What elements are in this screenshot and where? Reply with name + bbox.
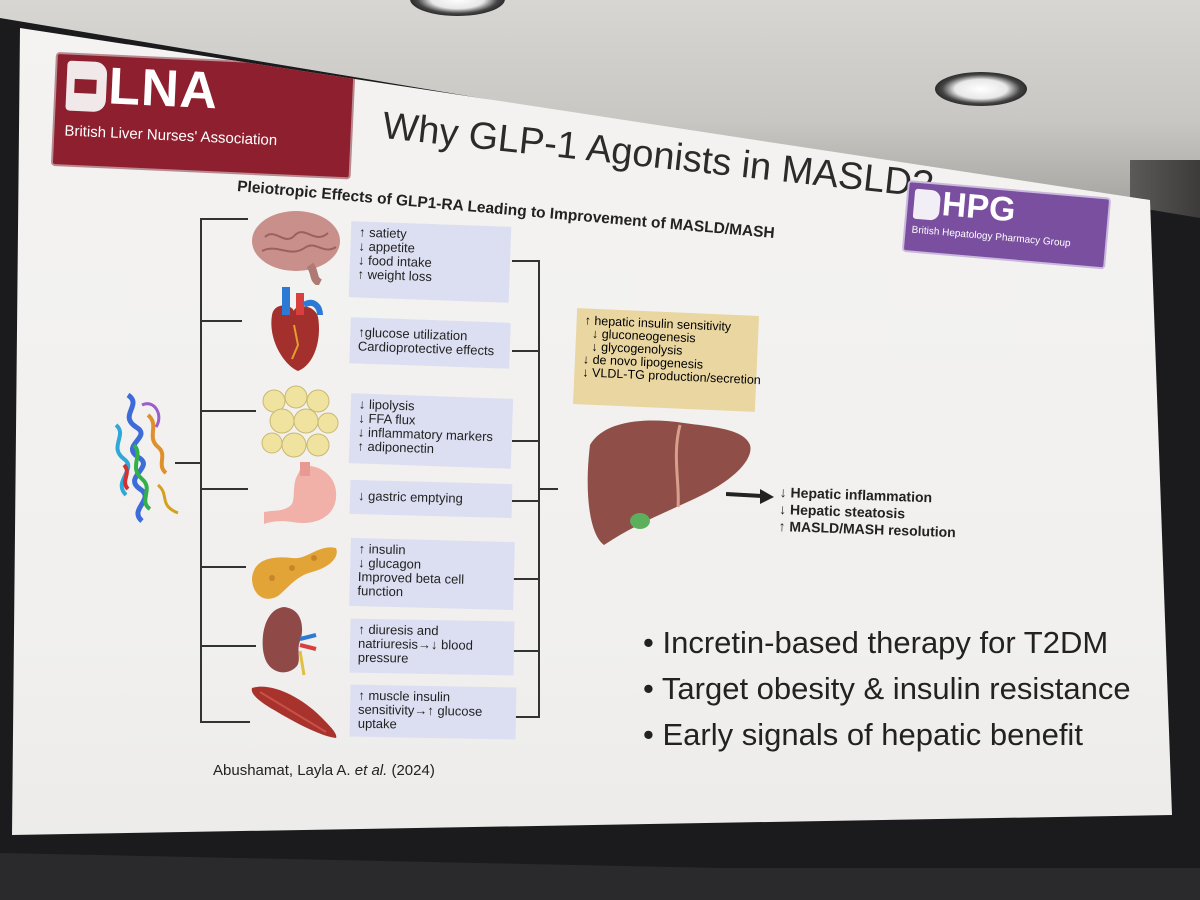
ceiling-light-left: [410, 0, 505, 16]
bullet-text-2: Target obesity & insulin resistance: [661, 671, 1131, 706]
adipose-icon: [261, 385, 339, 458]
pancreas-effects: ↑ insulin ↓ glucagon Improved beta cell …: [349, 537, 515, 611]
left-bracket-line: [200, 218, 202, 723]
liver-icon: [587, 420, 751, 545]
heart-effects: ↑glucose utilization Cardioprotective ef…: [349, 317, 511, 369]
connector-stomach: [200, 488, 248, 490]
heart-icon: [271, 287, 323, 371]
citation-author: Abushamat, Layla A.: [213, 762, 355, 779]
brain-effects: ↑ satiety ↓ appetite ↓ food intake ↑ wei…: [348, 221, 512, 303]
kidney-effects: ↑ diuresis and natriuresis→↓ blood press…: [349, 618, 515, 676]
bullet-item: • Early signals of hepatic benefit: [643, 717, 1083, 752]
kidney-icon: [262, 607, 317, 676]
hpg-logo: HPG British Hepatology Pharmacy Group: [901, 180, 1112, 270]
right-tick-2: [512, 350, 538, 352]
citation-year: (2024): [387, 762, 435, 779]
bullet-text-1: Incretin-based therapy for T2DM: [662, 625, 1109, 660]
hpg-logo-b-mark: [912, 188, 942, 221]
citation: Abushamat, Layla A. et al. (2024): [213, 762, 435, 779]
bullet-item: • Target obesity & insulin resistance: [643, 671, 1131, 706]
stomach-effect-1: ↓ gastric emptying: [357, 488, 463, 506]
pancreas-icon: [252, 547, 337, 599]
right-bracket-line: [538, 260, 540, 718]
connector-pancreas: [200, 566, 246, 568]
outcome-arrow-icon: [726, 489, 774, 504]
connector-adipose: [200, 410, 256, 412]
pancreas-effect-4: function: [357, 583, 404, 600]
right-tick-6: [512, 650, 538, 652]
to-liver-arrow: [540, 488, 558, 490]
right-tick-3: [512, 440, 538, 442]
bullet-list: • Incretin-based therapy for T2DM • Targ…: [643, 620, 1131, 758]
stomach-icon: [264, 462, 337, 524]
muscle-effects: ↑ muscle insulin sensitivity→↑ glucose u…: [349, 684, 517, 740]
heart-effect-2: Cardioprotective effects: [357, 338, 495, 359]
right-tick-7: [512, 716, 538, 718]
glp1-protein-icon: [114, 392, 179, 523]
protein-connector: [175, 462, 201, 464]
bln-logo-subtitle: British Liver Nurses' Association: [64, 122, 278, 150]
stomach-effects: ↓ gastric emptying: [349, 479, 513, 519]
bullet-text-3: Early signals of hepatic benefit: [662, 717, 1083, 752]
muscle-icon: [251, 686, 337, 738]
connector-muscle: [200, 721, 250, 723]
hpg-logo-text: HPG: [940, 185, 1018, 230]
connector-kidney: [200, 645, 256, 647]
connector-heart: [200, 320, 242, 322]
right-tick-4: [512, 500, 538, 502]
right-tick-5: [512, 578, 538, 580]
liver-effects-box: ↑ hepatic insulin sensitivity ↓ gluconeo…: [572, 308, 761, 412]
bln-logo-b-mark: [65, 60, 108, 113]
citation-etal: et al.: [354, 762, 388, 779]
adipose-effects: ↓ lipolysis ↓ FFA flux ↓ inflammatory ma…: [348, 393, 514, 469]
bln-logo-text: LNA: [107, 57, 220, 121]
ceiling-light-right: [935, 72, 1027, 106]
bullet-item: • Incretin-based therapy for T2DM: [643, 625, 1109, 660]
brain-icon: [252, 211, 340, 285]
right-tick-1: [512, 260, 538, 262]
kidney-effect-3: pressure: [357, 649, 409, 666]
outcomes-list: ↓ Hepatic inflammation ↓ Hepatic steatos…: [778, 484, 957, 541]
connector-brain: [200, 218, 248, 220]
muscle-effect-3: uptake: [357, 715, 397, 732]
